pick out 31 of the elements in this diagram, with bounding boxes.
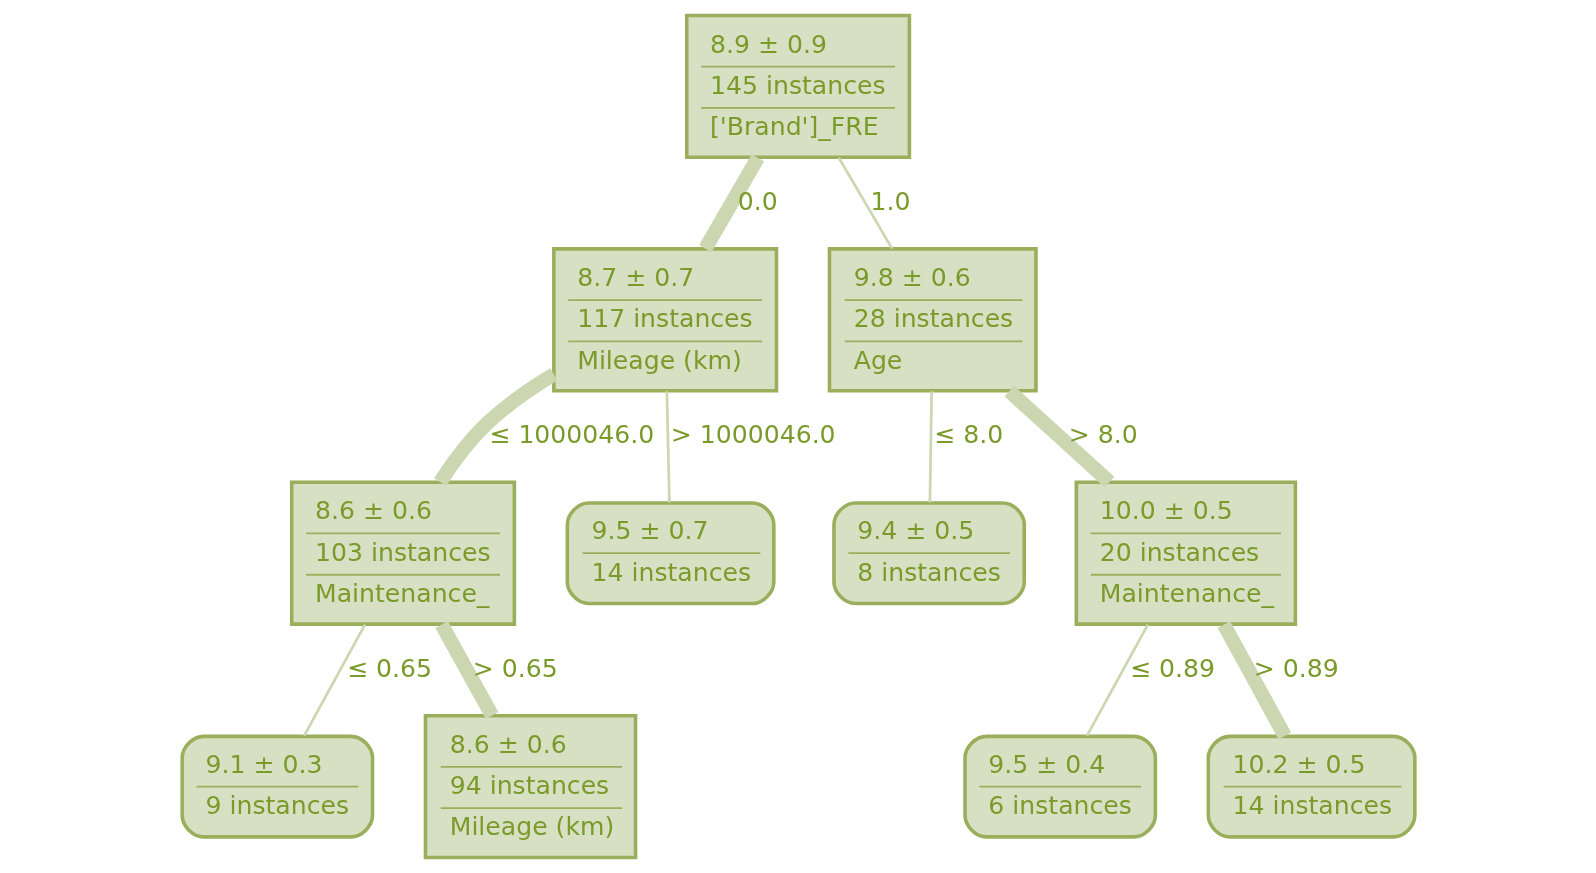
connector [433, 368, 558, 487]
edge-label: > 0.89 [1253, 653, 1339, 683]
connector [664, 391, 671, 503]
edge-label: ≤ 1000046.0 [488, 420, 654, 450]
node-box: 9.4 ± 0.5 8 instances [831, 501, 1026, 606]
node-box: 8.6 ± 0.6 103 instances Maintenance_ [289, 480, 516, 626]
node-box: 10.0 ± 0.5 20 instances Maintenance_ [1074, 480, 1297, 626]
edge-label: 0.0 [737, 186, 778, 216]
connector [434, 621, 498, 719]
connector [1217, 621, 1291, 740]
edge-label: ≤ 8.0 [933, 420, 1003, 450]
node-box: 9.1 ± 0.3 9 instances [179, 734, 374, 839]
node-box: 9.8 ± 0.6 28 instances Age [827, 247, 1038, 393]
node-box: 9.5 ± 0.7 14 instances [565, 501, 776, 606]
connector [302, 623, 366, 737]
edge-label: ≤ 0.89 [1129, 653, 1215, 683]
node-box: 10.2 ± 0.5 14 instances [1206, 734, 1417, 839]
connector [928, 391, 933, 503]
connector [698, 154, 764, 253]
node-box: 9.5 ± 0.4 6 instances [962, 734, 1157, 839]
edge-label: 1.0 [870, 186, 911, 216]
edge-label: > 8.0 [1068, 420, 1138, 450]
connector [837, 157, 893, 250]
edge-label: > 0.65 [472, 653, 558, 683]
edge-label: ≤ 0.65 [346, 653, 432, 683]
connector [1085, 623, 1149, 737]
node-box: 8.6 ± 0.6 94 instances Mileage (km) [423, 713, 637, 860]
connector [1004, 385, 1114, 488]
node-box: 8.7 ± 0.7 117 instances Mileage (km) [551, 247, 778, 393]
node-box: 8.9 ± 0.9 145 instances ['Brand']_FRE [684, 13, 911, 160]
edge-label: > 1000046.0 [670, 420, 836, 450]
